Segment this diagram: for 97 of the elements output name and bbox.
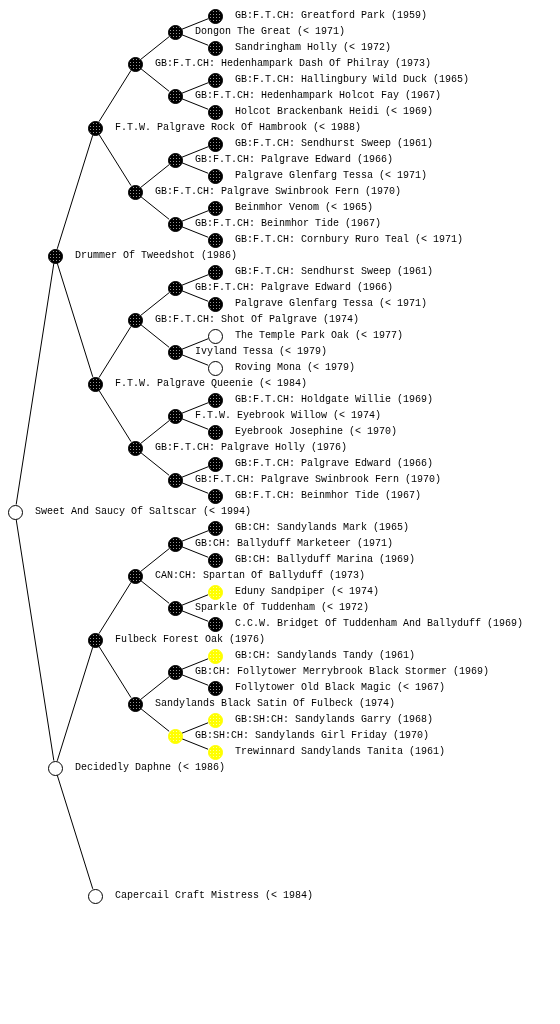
connector-line xyxy=(140,676,170,700)
name-label: Holcot Brackenbank Heidi (< 1969) xyxy=(235,106,434,118)
name-label: CAN:CH: Spartan Of Ballyduff (1973) xyxy=(155,570,366,582)
connector-line xyxy=(181,482,209,494)
name-label: Beinmhor Venom (< 1965) xyxy=(235,202,374,214)
connector-line xyxy=(181,354,209,366)
name-label: F.T.W. Palgrave Queenie (< 1984) xyxy=(115,378,308,390)
name-label: Fulbeck Forest Oak (1976) xyxy=(115,634,266,646)
connector-line xyxy=(181,594,209,606)
name-label: Follytower Old Black Magic (< 1967) xyxy=(235,682,446,694)
name-label: GB:CH: Sandylands Mark (1965) xyxy=(235,522,410,534)
name-label: C.C.W. Bridget Of Tuddenham And Ballyduff (1969) xyxy=(235,618,524,630)
connector-line xyxy=(98,325,132,379)
name-label: Eduny Sandpiper (< 1974) xyxy=(235,586,380,598)
name-label: GB:CH: Sandylands Tandy (1961) xyxy=(235,650,416,662)
connector-line xyxy=(181,674,209,686)
connector-line xyxy=(181,162,209,174)
name-label: Decidedly Daphne (< 1986) xyxy=(75,762,226,774)
connector-line xyxy=(140,196,170,220)
connector-line xyxy=(56,262,94,378)
connector-line xyxy=(181,658,209,670)
connector-line xyxy=(56,646,94,762)
name-label: GB:F.T.CH: Palgrave Swinbrook Fern (1970) xyxy=(195,474,442,486)
connector-line xyxy=(181,738,209,750)
name-label: GB:F.T.CH: Beinmhor Tide (1967) xyxy=(195,218,382,230)
connector-line xyxy=(98,389,132,443)
connector-line xyxy=(181,226,209,238)
connector-line xyxy=(181,338,209,350)
connector-line xyxy=(181,274,209,286)
name-label: GB:F.T.CH: Hedenhampark Holcot Fay (1967) xyxy=(195,90,442,102)
connector-line xyxy=(181,210,209,222)
connector-line xyxy=(56,134,94,250)
connector-line xyxy=(181,146,209,158)
name-label: GB:F.T.CH: Shot Of Palgrave (1974) xyxy=(155,314,360,326)
connector-line xyxy=(15,518,55,762)
name-label: GB:F.T.CH: Palgrave Edward (1966) xyxy=(235,458,434,470)
name-label: Eyebrook Josephine (< 1970) xyxy=(235,426,398,438)
connector-line xyxy=(140,452,170,476)
connector-line xyxy=(98,133,132,187)
connector-line xyxy=(181,466,209,478)
name-label: GB:F.T.CH: Hedenhampark Dash Of Philray (1973) xyxy=(155,58,432,70)
name-label: GB:F.T.CH: Holdgate Willie (1969) xyxy=(235,394,434,406)
connector-line xyxy=(140,708,170,732)
connector-line xyxy=(140,36,170,60)
name-label: GB:F.T.CH: Palgrave Swinbrook Fern (1970) xyxy=(155,186,402,198)
connector-line xyxy=(140,292,170,316)
name-label: GB:SH:CH: Sandylands Garry (1968) xyxy=(235,714,434,726)
name-label: GB:F.T.CH: Palgrave Edward (1966) xyxy=(195,154,394,166)
name-label: Capercail Craft Mistress (< 1984) xyxy=(115,890,314,902)
name-label: Sandringham Holly (< 1972) xyxy=(235,42,392,54)
connector-line xyxy=(140,580,170,604)
name-label: The Temple Park Oak (< 1977) xyxy=(235,330,404,342)
connector-line xyxy=(181,34,209,46)
name-label: Drummer Of Tweedshot (1986) xyxy=(75,250,238,262)
name-label: Sparkle Of Tuddenham (< 1972) xyxy=(195,602,370,614)
connector-line xyxy=(181,530,209,542)
connector-line xyxy=(140,164,170,188)
name-label: Sandylands Black Satin Of Fulbeck (1974) xyxy=(155,698,396,710)
name-label: GB:CH: Ballyduff Marina (1969) xyxy=(235,554,416,566)
connector-line xyxy=(15,262,55,506)
connector-line xyxy=(98,69,132,123)
connector-line xyxy=(140,420,170,444)
connector-line xyxy=(140,548,170,572)
name-label: GB:F.T.CH: Greatford Park (1959) xyxy=(235,10,428,22)
name-label: GB:F.T.CH: Sendhurst Sweep (1961) xyxy=(235,138,434,150)
connector-line xyxy=(98,645,132,699)
name-label: Trewinnard Sandylands Tanita (1961) xyxy=(235,746,446,758)
connector-line xyxy=(98,581,132,635)
name-label: F.T.W. Eyebrook Willow (< 1974) xyxy=(195,410,382,422)
connector-line xyxy=(140,68,170,92)
name-label: Palgrave Glenfarg Tessa (< 1971) xyxy=(235,170,428,182)
name-label: GB:CH: Ballyduff Marketeer (1971) xyxy=(195,538,394,550)
connector-line xyxy=(181,402,209,414)
name-label: Ivyland Tessa (< 1979) xyxy=(195,346,328,358)
name-label: GB:F.T.CH: Palgrave Holly (1976) xyxy=(155,442,348,454)
connector-line xyxy=(181,290,209,302)
connector-line xyxy=(181,82,209,94)
name-label: Sweet And Saucy Of Saltscar (< 1994) xyxy=(35,506,252,518)
connector-line xyxy=(140,324,170,348)
connector-line xyxy=(181,610,209,622)
connector-line xyxy=(181,546,209,558)
connector-line xyxy=(56,774,94,890)
connector-line xyxy=(181,418,209,430)
name-label: GB:SH:CH: Sandylands Girl Friday (1970) xyxy=(195,730,430,742)
connector-line xyxy=(181,18,209,30)
connector-line xyxy=(181,98,209,110)
name-label: GB:F.T.CH: Beinmhor Tide (1967) xyxy=(235,490,422,502)
name-label: Dongon The Great (< 1971) xyxy=(195,26,346,38)
name-label: GB:F.T.CH: Cornbury Ruro Teal (< 1971) xyxy=(235,234,464,246)
name-label: GB:CH: Follytower Merrybrook Black Stormer (1969) xyxy=(195,666,490,678)
name-label: GB:F.T.CH: Palgrave Edward (1966) xyxy=(195,282,394,294)
name-label: Roving Mona (< 1979) xyxy=(235,362,356,374)
name-label: Palgrave Glenfarg Tessa (< 1971) xyxy=(235,298,428,310)
connector-line xyxy=(181,722,209,734)
name-label: GB:F.T.CH: Hallingbury Wild Duck (1965) xyxy=(235,74,470,86)
name-label: GB:F.T.CH: Sendhurst Sweep (1961) xyxy=(235,266,434,278)
name-label: F.T.W. Palgrave Rock Of Hambrook (< 1988) xyxy=(115,122,362,134)
